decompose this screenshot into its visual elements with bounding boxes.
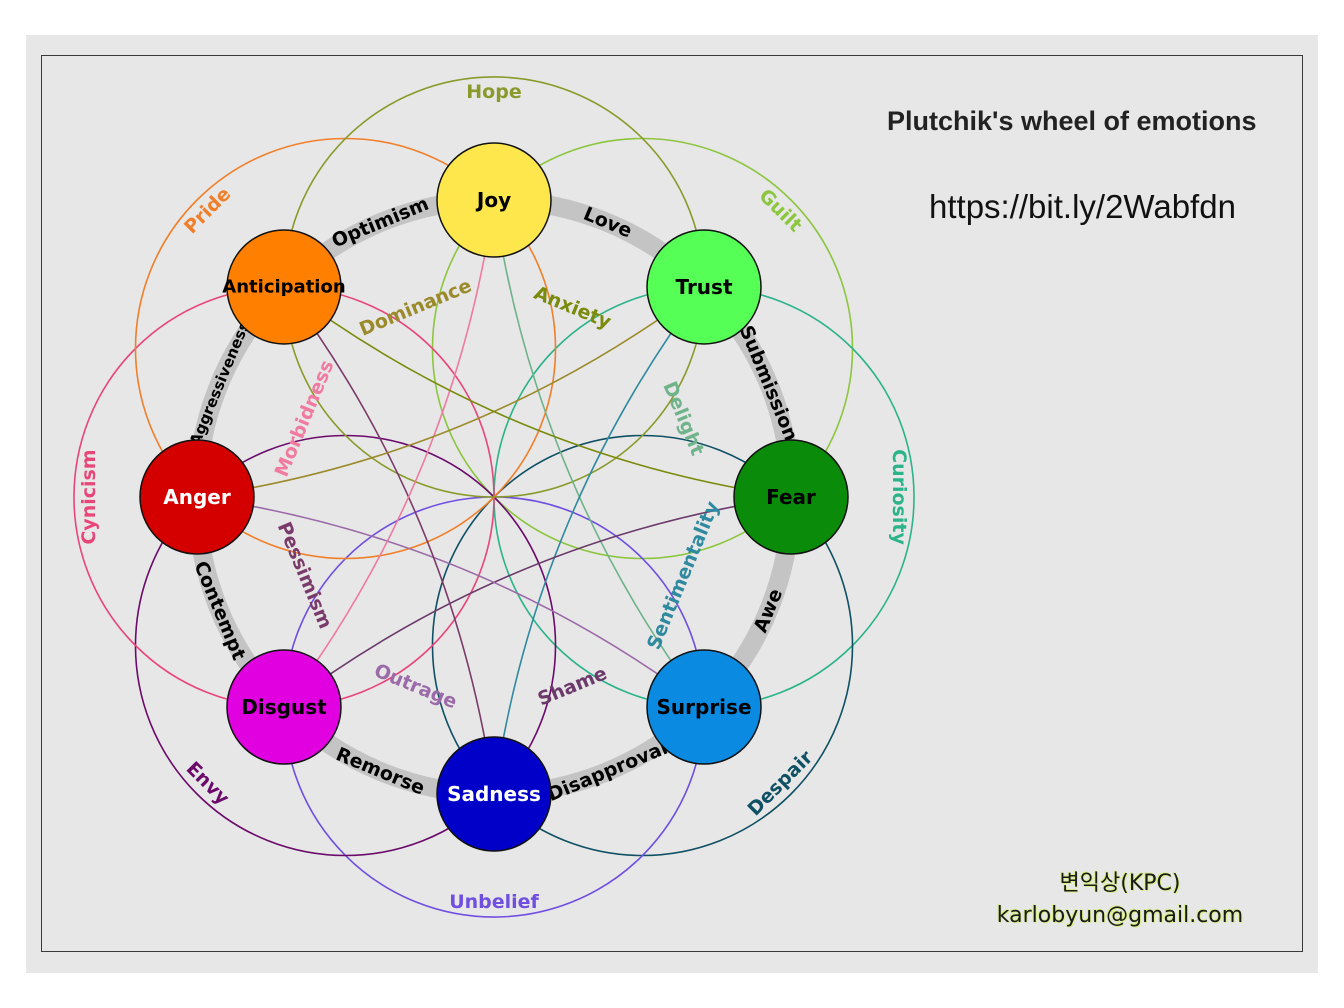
emotion-node-surprise: Surprise	[646, 649, 762, 765]
emotion-label-surprise: Surprise	[657, 695, 752, 719]
emotion-circle-anger	[139, 439, 255, 555]
primary-dyad-aggressiveness: Aggressiveness	[186, 319, 253, 448]
tertiary-dyad-shame: Shame	[535, 662, 611, 710]
tertiary-arc-dominance	[196, 286, 705, 498]
secondary-dyad-cynicism: Cynicism	[78, 449, 100, 544]
tertiary-dyad-delight: Delight	[658, 378, 708, 458]
secondary-dyad-despair: Despair	[744, 746, 818, 820]
secondary-dyad-envy: Envy	[182, 757, 234, 809]
secondary-dyad-hope: Hope	[466, 81, 521, 103]
tertiary-dyad-anxiety: Anxiety	[531, 282, 615, 334]
emotion-node-disgust: Disgust	[226, 649, 342, 765]
emotion-node-sadness: Sadness	[436, 736, 552, 852]
tertiary-arc-morbidness	[283, 199, 495, 708]
tertiary-arc-anxiety	[283, 286, 792, 498]
primary-dyad-optimism: Optimism	[329, 193, 432, 253]
emotion-node-fear: Fear	[733, 439, 849, 555]
tertiary-arc-shame	[283, 496, 792, 708]
author-block: 변익상(KPC) karlobyun@gmail.com	[960, 868, 1280, 932]
emotion-circle-trust	[646, 229, 762, 345]
tertiary-dyad-morbidness: Morbidness	[271, 357, 339, 480]
emotion-circle-sadness	[436, 736, 552, 852]
tertiary-arc-sentimentality	[493, 286, 705, 795]
emotion-circle-disgust	[226, 649, 342, 765]
emotion-label-anticipation: Anticipation	[222, 276, 345, 297]
emotion-node-anger: Anger	[139, 439, 255, 555]
primary-dyad-submission: Submission	[735, 322, 802, 444]
emotion-label-trust: Trust	[676, 275, 733, 299]
secondary-arc-hope	[283, 76, 705, 498]
secondary-dyad-curiosity: Curiosity	[888, 449, 910, 545]
author-email: karlobyun@gmail.com	[996, 903, 1244, 928]
author-name: 변익상(KPC)	[1059, 871, 1181, 896]
emotion-circle-anticipation	[226, 229, 342, 345]
emotion-label-anger: Anger	[163, 485, 231, 509]
tertiary-arc-pessimism	[283, 286, 495, 795]
emotion-label-disgust: Disgust	[241, 695, 327, 719]
primary-dyad-remorse: Remorse	[333, 743, 428, 799]
tertiary-arc-outrage	[196, 496, 705, 708]
emotion-label-joy: Joy	[475, 188, 511, 212]
emotion-circle-surprise	[646, 649, 762, 765]
secondary-arc-unbelief	[283, 496, 705, 918]
slide-frame	[41, 55, 1303, 952]
primary-dyad-love: Love	[580, 203, 635, 243]
primary-dyad-contempt: Contempt	[189, 558, 250, 663]
tertiary-dyad-sentimentality: Sentimentality	[643, 498, 724, 653]
emotion-circle-fear	[733, 439, 849, 555]
emotion-circle-joy	[436, 142, 552, 258]
diagram-title: Plutchik's wheel of emotions	[887, 106, 1257, 136]
secondary-dyad-pride: Pride	[180, 183, 235, 238]
secondary-dyad-guilt: Guilt	[754, 185, 806, 237]
tertiary-dyad-outrage: Outrage	[371, 659, 460, 713]
emotion-label-fear: Fear	[766, 485, 816, 509]
primary-dyad-disapproval: Disapproval	[544, 737, 670, 806]
emotion-label-sadness: Sadness	[447, 782, 541, 806]
emotion-node-trust: Trust	[646, 229, 762, 345]
primary-dyad-awe: Awe	[750, 586, 788, 636]
secondary-arc-curiosity	[493, 286, 915, 708]
emotion-node-anticipation: Anticipation	[222, 229, 346, 345]
tertiary-arc-delight	[493, 199, 705, 708]
secondary-dyad-unbelief: Unbelief	[449, 891, 539, 913]
secondary-arc-cynicism	[73, 286, 495, 708]
emotion-node-joy: Joy	[436, 142, 552, 258]
source-url: https://bit.ly/2Wabfdn	[929, 188, 1236, 225]
